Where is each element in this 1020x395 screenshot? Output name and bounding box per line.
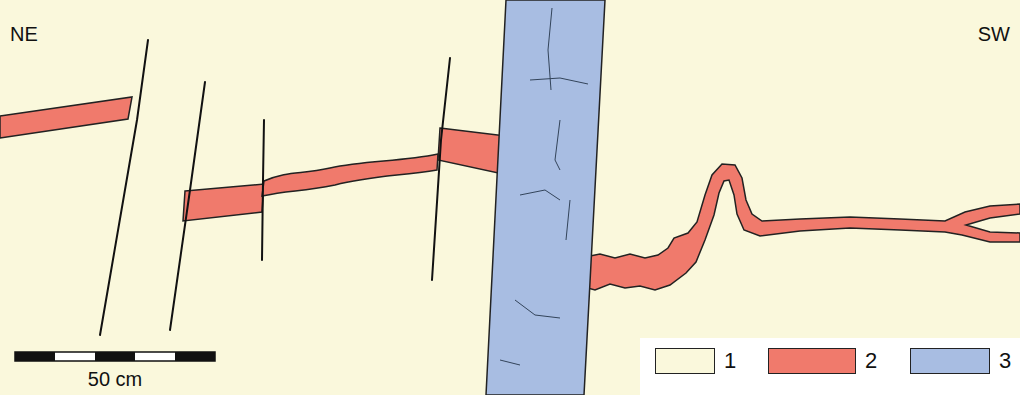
vein-segment [183, 184, 264, 221]
scale-frame [15, 352, 215, 361]
fracture-line [100, 40, 148, 335]
vein-segment [580, 164, 1020, 290]
fracture-line [170, 82, 205, 330]
legend-item: 3 [910, 348, 1011, 374]
legend-label: 1 [724, 350, 736, 372]
legend-label: 3 [999, 350, 1011, 372]
scale-block [175, 352, 215, 361]
dike [486, 0, 605, 395]
fracture-line [432, 58, 450, 280]
crack-line [515, 300, 560, 318]
vein-segment [262, 154, 438, 196]
scale-bar [15, 352, 215, 361]
legend-swatch [655, 348, 715, 374]
crack-line [566, 200, 570, 240]
legend-item: 2 [768, 348, 877, 374]
fractures [100, 40, 450, 335]
dike-cracks [500, 8, 588, 365]
crack-line [548, 8, 552, 90]
orientation-label: NE [10, 24, 38, 44]
legend-panel [640, 338, 1020, 395]
legend-swatch [910, 348, 990, 374]
legend-item: 1 [655, 348, 736, 374]
legend-swatch [768, 348, 856, 374]
scale-block [95, 352, 135, 361]
legend-label: 2 [865, 350, 877, 372]
crack-line [555, 120, 560, 170]
fracture-line [262, 120, 264, 260]
crack-line [500, 360, 520, 365]
crack-line [520, 190, 560, 200]
scale-block [15, 352, 55, 361]
crack-line [530, 78, 588, 84]
vein-segment [0, 97, 132, 138]
scale-label: 50 cm [88, 369, 142, 389]
orientation-label: SW [978, 24, 1010, 44]
